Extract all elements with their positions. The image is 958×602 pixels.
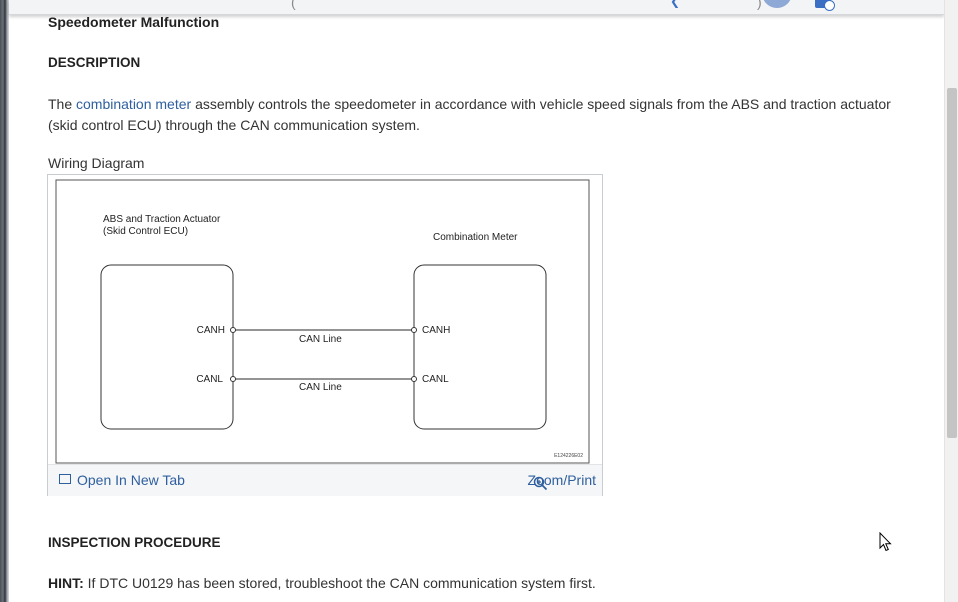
scrollbar-thumb[interactable] [947, 88, 957, 438]
hint-label: HINT: [48, 575, 84, 591]
description-post: assembly controls the speedometer in acc… [48, 96, 891, 133]
open-in-new-tab-icon [59, 474, 71, 484]
window-left-edge [0, 0, 9, 602]
back-arrow-icon[interactable]: ❮ [670, 0, 681, 8]
description-pre: The [48, 96, 77, 112]
ecu-canl-label: CANL [196, 374, 223, 385]
wiring-diagram: ABS and Traction Actuator (Skid Control … [55, 179, 590, 464]
hint-text: HINT: If DTC U0129 has been stored, trou… [48, 575, 596, 591]
ecu-canh-terminal [230, 327, 236, 333]
zoom-print-link[interactable]: Zoom/Print [526, 472, 596, 491]
description-paragraph: The combination meter assembly controls … [48, 94, 918, 136]
wiring-diagram-figure: ABS and Traction Actuator (Skid Control … [47, 174, 603, 496]
can-line-label-1: CAN Line [299, 334, 342, 345]
ecu-box [100, 264, 234, 430]
meter-title: Combination Meter [433, 232, 518, 243]
open-in-new-tab-label: Open In New Tab [77, 472, 185, 488]
can-line-label-2: CAN Line [299, 382, 342, 393]
add-bookmark-icon[interactable] [815, 0, 835, 11]
ecu-canl-terminal [230, 376, 236, 382]
open-in-new-tab-link[interactable]: Open In New Tab [59, 472, 185, 488]
ecu-title-2: (Skid Control ECU) [103, 226, 188, 237]
avatar[interactable] [762, 0, 792, 8]
description-heading: DESCRIPTION [48, 55, 141, 70]
wiring-diagram-label: Wiring Diagram [48, 155, 145, 171]
hint-body: If DTC U0129 has been stored, troublesho… [83, 575, 596, 591]
page-title: Speedometer Malfunction [48, 14, 220, 30]
top-toolbar: ( ❮ ) [9, 0, 944, 15]
meter-canh-terminal [411, 327, 417, 333]
toolbar-paren-right: ) [757, 0, 762, 10]
toolbar-paren-left: ( [291, 0, 296, 10]
ecu-title-1: ABS and Traction Actuator [103, 214, 221, 225]
meter-canh-label: CANH [422, 325, 450, 336]
vertical-scrollbar[interactable] [944, 0, 958, 602]
meter-canl-label: CANL [422, 374, 449, 385]
mouse-pointer-icon [879, 531, 893, 557]
figure-footer: Open In New Tab Zoom/Print [48, 464, 602, 496]
meter-box [413, 264, 547, 430]
inspection-heading: INSPECTION PROCEDURE [48, 535, 221, 550]
ecu-canh-label: CANH [197, 325, 225, 336]
figure-code: E124226E02 [554, 453, 583, 459]
meter-canl-terminal [411, 376, 417, 382]
combination-meter-link[interactable]: combination meter [76, 96, 192, 112]
zoom-print-label: Zoom/Print [527, 472, 596, 488]
